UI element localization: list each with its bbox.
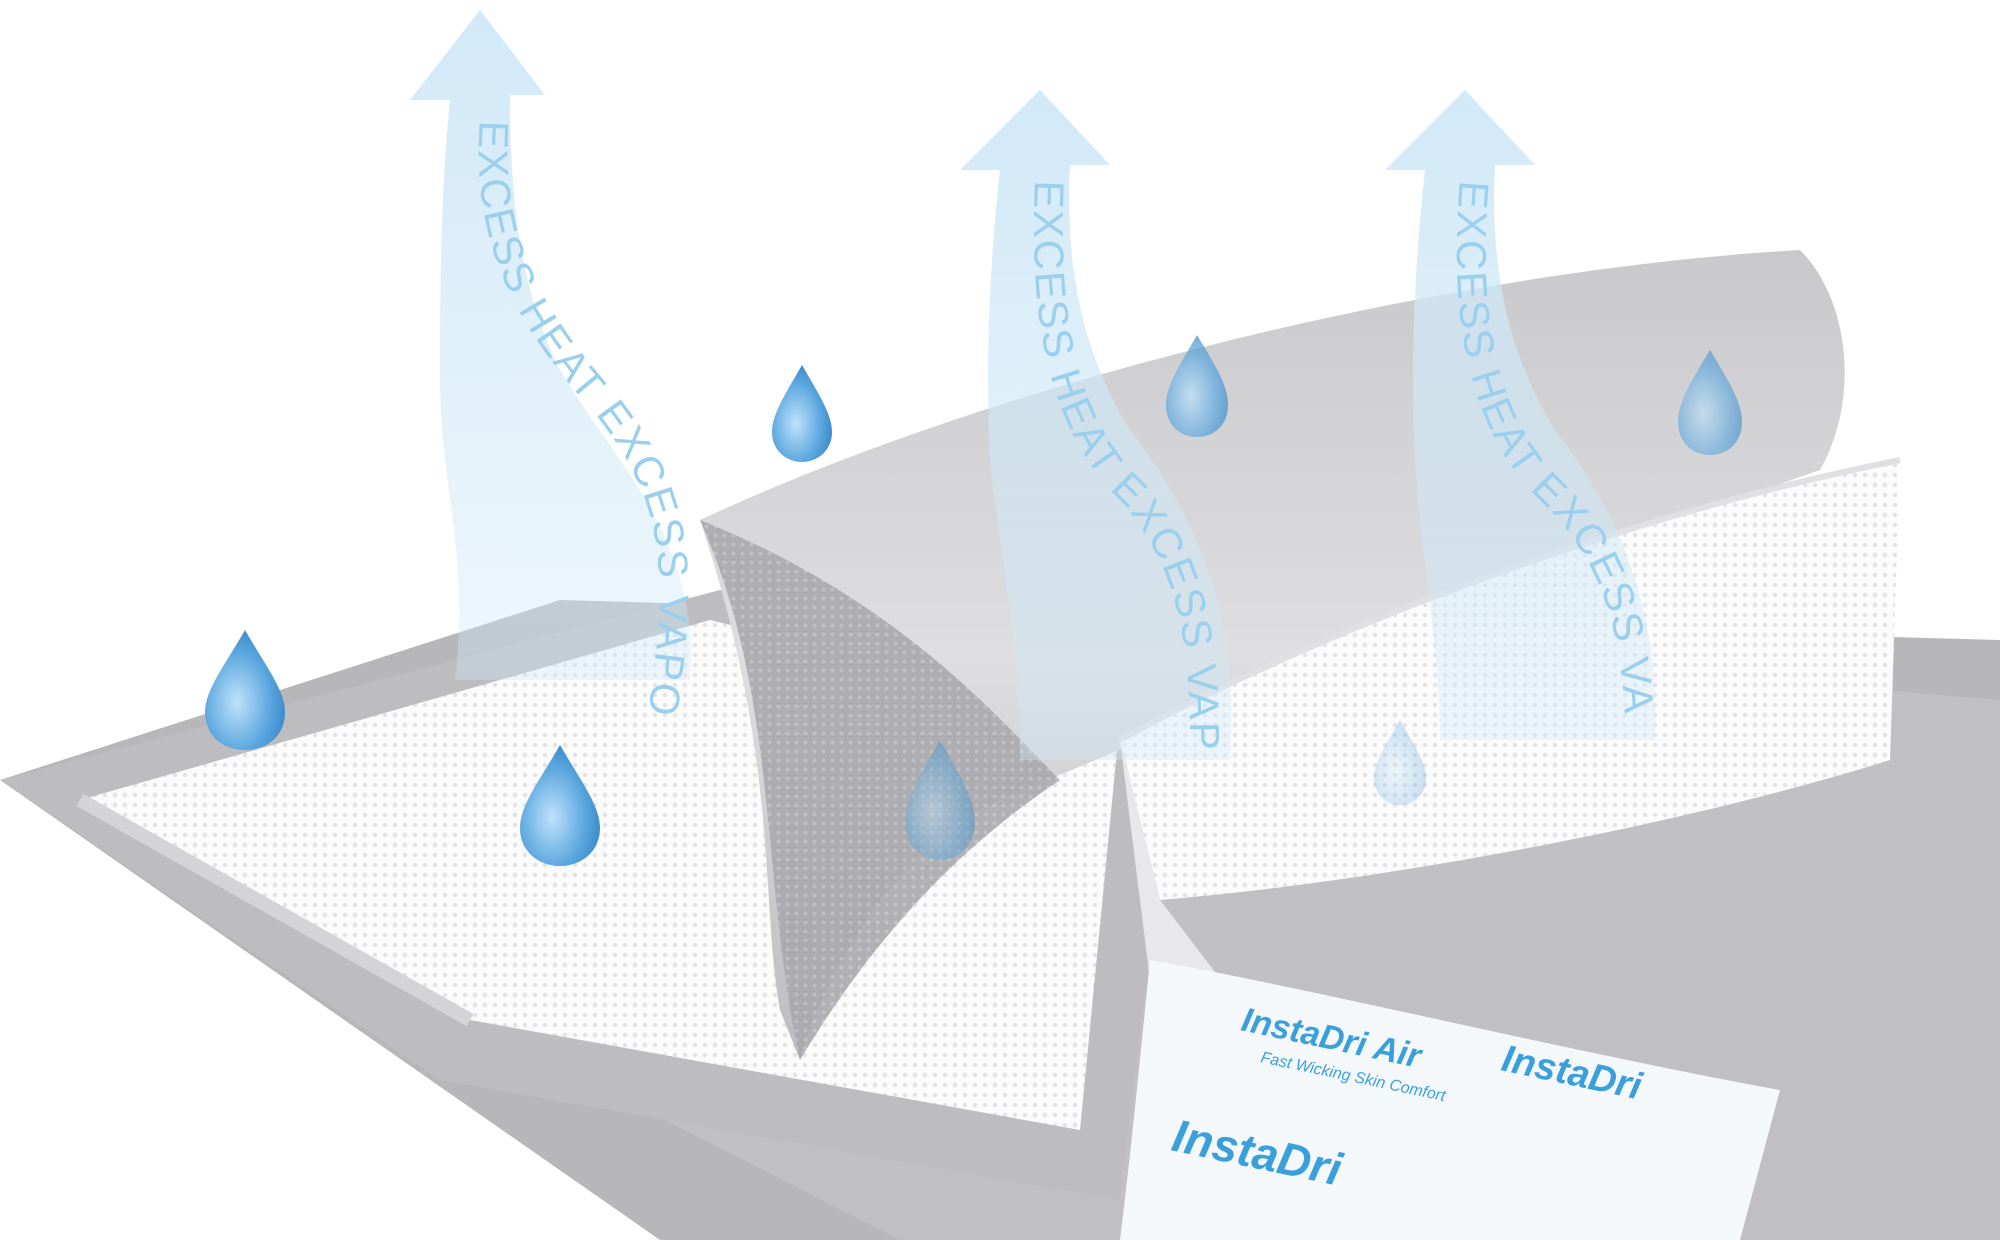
water-droplet-icon [205, 630, 285, 750]
water-droplet-icon [520, 745, 600, 866]
droplets [205, 335, 1742, 866]
printed-backing-flap: InstaDri InstaDri Air Fast Wicking Skin … [1120, 960, 1780, 1240]
up-arrow-icon [960, 90, 1232, 760]
water-droplet-icon [1374, 720, 1426, 805]
water-droplet-icon [905, 740, 975, 860]
water-droplet-icon [1166, 335, 1228, 437]
up-arrow-icon [410, 10, 691, 680]
water-droplet-icon [772, 365, 832, 462]
water-droplet-icon [1678, 350, 1742, 455]
up-arrow-icon [1385, 90, 1656, 740]
vapor-arrow-1: EXCESS HEAT EXCESS VAPOR [0, 0, 696, 721]
